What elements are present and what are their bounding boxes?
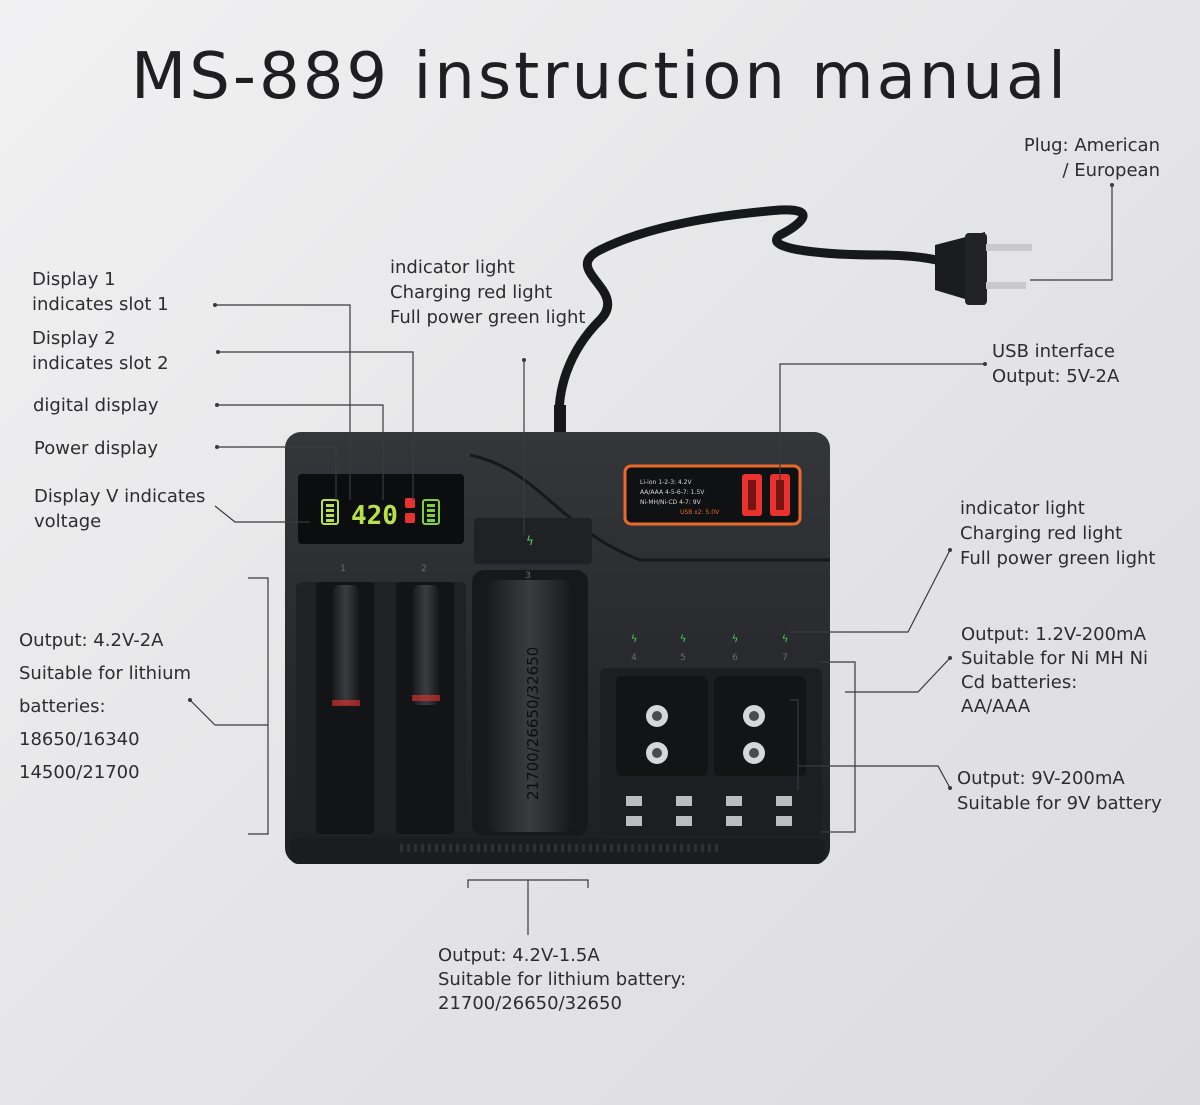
charge-indicator-icon: ϟ — [526, 534, 534, 548]
display1-label-line: indicates slot 1 — [32, 294, 169, 315]
svg-text:ϟ: ϟ — [732, 634, 739, 645]
output-lithium-left-line: batteries: — [19, 696, 106, 717]
indicator-top-label-line: indicator light — [390, 257, 515, 278]
output-lithium-left-line: Suitable for lithium — [19, 663, 192, 684]
spec-line: Li-ion 1-2-3: 4.2V — [640, 479, 692, 486]
page-title: MS-889 instruction manual — [131, 40, 1069, 114]
body-contour — [469, 453, 830, 562]
output-lithium-left-line: Output: 4.2V-2A — [19, 630, 164, 651]
output-lithium-left-line: 18650/16340 — [19, 729, 140, 750]
slot2-channel — [396, 582, 454, 834]
display-v-label-line: voltage — [34, 511, 102, 532]
lcd-battery-icon-left — [321, 499, 339, 525]
9v-terminal-icon — [743, 705, 765, 764]
output-nimh-line: Output: 1.2V-200mA — [961, 624, 1146, 645]
usb-label: USB interface Output: 5V-2A — [992, 339, 1119, 389]
output-lithium-left-line: 14500/21700 — [19, 762, 140, 783]
display2-label: Display 2 indicates slot 2 — [32, 326, 169, 376]
plug-icon — [935, 232, 1032, 305]
output-9v-line: Suitable for 9V battery — [957, 793, 1162, 814]
slot-number: 2 — [421, 564, 427, 574]
slot1-marker — [332, 700, 360, 706]
display-v-label-line: Display V indicates — [34, 486, 206, 507]
svg-text:ϟ: ϟ — [631, 634, 638, 645]
9v-slot-left — [616, 676, 708, 776]
display1-label-line: Display 1 — [32, 269, 116, 290]
usb-label-line: Output: 5V-2A — [992, 366, 1120, 387]
display2-label-line: indicates slot 2 — [32, 353, 169, 374]
output-lithium-left-label: Output: 4.2V-2A Suitable for lithium bat… — [19, 624, 191, 789]
usb-port-icon — [742, 474, 762, 516]
9v-terminal-icon — [646, 705, 668, 764]
digital-display-label: digital display — [33, 393, 159, 418]
output-lithium-bottom-label: Output: 4.2V-1.5A Suitable for lithium b… — [438, 944, 686, 1016]
svg-text:ϟ: ϟ — [782, 634, 789, 645]
slot2-marker — [412, 695, 440, 701]
indicator-right-label-line: Full power green light — [960, 548, 1156, 569]
power-display-label-line: Power display — [34, 438, 159, 459]
lcd-red-indicators — [405, 498, 415, 523]
slot4-7-indicator-leds: ϟ ϟ ϟ ϟ — [631, 634, 789, 645]
slot-number: 5 — [680, 653, 686, 663]
output-9v-line: Output: 9V-200mA — [957, 768, 1125, 789]
usb-port-icon — [770, 474, 790, 516]
indicator-right-label-line: Charging red light — [960, 523, 1123, 544]
slot-number: 7 — [782, 653, 788, 663]
display1-label: Display 1 indicates slot 1 — [32, 267, 169, 317]
output-lithium-bottom-line: 21700/26650/32650 — [438, 993, 622, 1014]
power-display-label: Power display — [34, 436, 158, 461]
lcd-reading: 420 — [351, 501, 398, 531]
spec-line: Ni-MH/Ni-CD 4-7: 9V — [640, 499, 702, 506]
output-nimh-line: Cd batteries: — [961, 672, 1078, 693]
usb-label-line: USB interface — [992, 341, 1115, 362]
slot1-channel — [316, 582, 374, 834]
svg-text:ϟ: ϟ — [680, 634, 687, 645]
battery-print: 21700/26650/32650 — [524, 647, 542, 800]
indicator-top-label-line: Charging red light — [390, 282, 553, 303]
indicator-top-label-line: Full power green light — [390, 307, 586, 328]
plug-label-line: Plug: American — [1023, 135, 1160, 156]
battery-21700 — [488, 580, 572, 832]
output-lithium-bottom-line: Output: 4.2V-1.5A — [438, 945, 600, 966]
slot-number: 1 — [340, 564, 346, 574]
aa-contacts — [626, 796, 792, 826]
body-base — [290, 838, 825, 864]
plug-label-line: / European — [1062, 160, 1160, 181]
indicator-top-label: indicator light Charging red light Full … — [390, 255, 585, 330]
indicator-right-label: indicator light Charging red light Full … — [960, 496, 1155, 571]
leader-dots — [188, 183, 1114, 790]
display-v-label: Display V indicates voltage — [34, 484, 205, 534]
output-lithium-bottom-line: Suitable for lithium battery: — [438, 969, 687, 990]
output-nimh-line: Suitable for Ni MH Ni — [961, 648, 1149, 669]
slot3-indicator-housing — [474, 518, 592, 564]
9v-slot-right — [714, 676, 806, 776]
slot2-contact — [413, 585, 439, 705]
leader-lines — [189, 185, 1113, 935]
spec-line: AA/AAA 4-5-6-7: 1.5V — [640, 489, 705, 496]
slot1-contact — [333, 585, 359, 705]
lcd-display — [298, 474, 464, 544]
output-9v-label: Output: 9V-200mA Suitable for 9V battery — [957, 766, 1162, 816]
lcd-battery-icon-right — [422, 499, 440, 525]
output-nimh-label: Output: 1.2V-200mA Suitable for Ni MH Ni… — [961, 623, 1148, 719]
slot-number: 6 — [732, 653, 738, 663]
slot-number: 4 — [631, 653, 637, 663]
spec-line: USB x2: 5.0V — [680, 509, 720, 516]
slot-number: 3 — [525, 571, 531, 581]
output-nimh-line: AA/AAA — [961, 696, 1031, 717]
display2-label-line: Display 2 — [32, 328, 116, 349]
digital-display-label-line: digital display — [33, 395, 159, 416]
power-cord — [554, 205, 950, 435]
indicator-right-label-line: indicator light — [960, 498, 1085, 519]
plug-label: Plug: American / European — [960, 133, 1160, 183]
